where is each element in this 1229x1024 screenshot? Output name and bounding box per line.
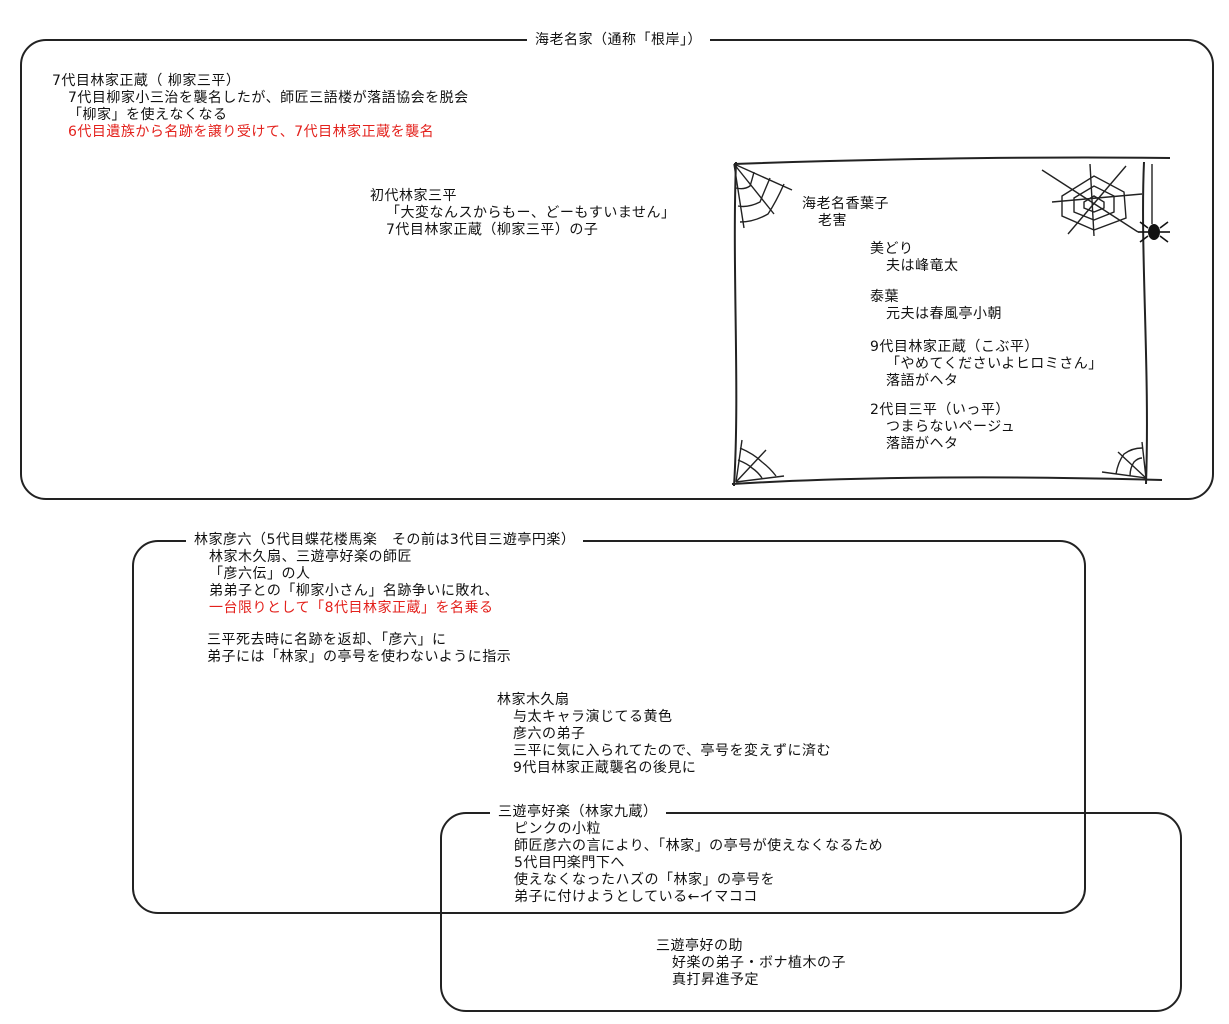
- koraku-note: 弟子に付けようとしている←イマココ: [514, 889, 758, 905]
- hikoroku-note: 弟弟子との「柳家小さん」名跡争いに敗れ、: [209, 583, 499, 599]
- masazo-9th-note: 「やめてくださいよヒロミさん」: [886, 356, 1103, 372]
- kayoko-note: 老害: [818, 213, 847, 229]
- midori-block: 美どり 夫は峰竜太: [870, 241, 959, 275]
- koraku-frame: [440, 812, 1182, 1012]
- ebina-family-title: 海老名家（通称「根岸」）: [527, 31, 710, 49]
- hikoroku-frame: [132, 540, 1086, 914]
- kayoko-name: 海老名香葉子: [802, 196, 889, 212]
- sanpei-2nd-note: 落語がヘタ: [886, 436, 959, 452]
- cobweb-icon: [733, 163, 793, 229]
- koraku-title: 三遊亭好楽（林家九蔵）: [490, 803, 666, 821]
- hikoroku-note: 林家木久扇、三遊亭好楽の師匠: [209, 549, 412, 565]
- sanpei-1st-name: 初代林家三平: [370, 188, 457, 204]
- kikuou-note: 9代目林家正蔵襲名の後見に: [513, 760, 697, 776]
- koraku-note: ピンクの小粒: [514, 821, 601, 837]
- masazo-7th-name: 7代目林家正蔵（ 柳家三平）: [52, 73, 241, 89]
- hikoroku-note: 「彦六伝」の人: [209, 566, 311, 582]
- cobweb-icon: [1041, 163, 1143, 237]
- hikoroku-title: 林家彦六（5代目蝶花楼馬楽 その前は3代目三遊亭円楽）: [186, 531, 584, 549]
- yasuna-block: 泰葉 元夫は春風亭小朝: [870, 289, 1002, 323]
- kikuou-note: 三平に気に入られてたので、亭号を変えずに済む: [513, 743, 832, 759]
- hikoroku-after-notes: 三平死去時に名跡を返却、「彦六」に 弟子には「林家」の亭号を使わないように指示: [207, 632, 511, 666]
- sanpei-1st-note: 「大変なんスからもー、どーもすいません」: [386, 205, 676, 221]
- kikuou-note: 与太キャラ演じてる黄色: [513, 709, 673, 725]
- midori-name: 美どり: [870, 241, 914, 257]
- konosuke-note: 真打昇進予定: [672, 972, 759, 988]
- konosuke-note: 好楽の弟子・ボナ植木の子: [672, 955, 846, 971]
- masazo-7th-note: 7代目柳家小三治を襲名したが、師匠三語楼が落語協会を脱会: [68, 90, 469, 106]
- hikoroku-notes: 林家木久扇、三遊亭好楽の師匠 「彦六伝」の人 弟弟子との「柳家小さん」名跡争いに…: [193, 549, 499, 617]
- sanpei-2nd-block: 2代目三平（いっ平） つまらないページュ 落語がヘタ: [870, 402, 1015, 453]
- hikoroku-red-note: 一台限りとして「8代目林家正蔵」を名乗る: [209, 600, 494, 616]
- cobweb-icon: [1101, 441, 1147, 479]
- midori-note: 夫は峰竜太: [886, 258, 959, 274]
- hikoroku-after-note: 弟子には「林家」の亭号を使わないように指示: [207, 649, 512, 665]
- koraku-notes: ピンクの小粒 師匠彦六の言により、「林家」の亭号が使えなくなるため 5代目円楽門…: [498, 821, 883, 906]
- masazo-9th-note: 落語がヘタ: [886, 373, 959, 389]
- sanpei-2nd-note: つまらないページュ: [886, 419, 1016, 435]
- kikuou-name: 林家木久扇: [497, 692, 570, 708]
- masazo-9th-block: 9代目林家正蔵（こぶ平） 「やめてくださいよヒロミさん」 落語がヘタ: [870, 339, 1103, 390]
- family-box-decoration: [731, 156, 1171, 487]
- masazo-9th-name: 9代目林家正蔵（こぶ平）: [870, 339, 1039, 355]
- spider-icon: [1138, 164, 1170, 243]
- cobweb-icon: [735, 439, 785, 483]
- masazo-7th-block: 7代目林家正蔵（ 柳家三平） 7代目柳家小三治を襲名したが、師匠三語楼が落語協会…: [52, 73, 469, 141]
- sanpei-1st-block: 初代林家三平 「大変なんスからもー、どーもすいません」 7代目林家正蔵（柳家三平…: [370, 188, 675, 239]
- kikuou-note: 彦六の弟子: [513, 726, 586, 742]
- sanpei-1st-note: 7代目林家正蔵（柳家三平）の子: [386, 222, 599, 238]
- hikoroku-after-note: 三平死去時に名跡を返却、「彦六」に: [207, 632, 447, 648]
- konosuke-name: 三遊亭好の助: [656, 938, 743, 954]
- masazo-7th-note: 「柳家」を使えなくなる: [68, 107, 228, 123]
- yasuna-note: 元夫は春風亭小朝: [886, 306, 1002, 322]
- masazo-7th-red-note: 6代目遺族から名跡を譲り受けて、7代目林家正蔵を襲名: [68, 124, 435, 140]
- sanpei-2nd-name: 2代目三平（いっ平）: [870, 402, 1010, 418]
- koraku-note: 使えなくなったハズの「林家」の亭号を: [514, 872, 775, 888]
- yasuna-name: 泰葉: [870, 289, 899, 305]
- kayoko-block: 海老名香葉子 老害: [802, 196, 889, 230]
- konosuke-block: 三遊亭好の助 好楽の弟子・ボナ植木の子 真打昇進予定: [656, 938, 846, 989]
- koraku-note: 師匠彦六の言により、「林家」の亭号が使えなくなるため: [514, 838, 884, 854]
- kikuou-block: 林家木久扇 与太キャラ演じてる黄色 彦六の弟子 三平に気に入られてたので、亭号を…: [497, 692, 831, 777]
- koraku-note: 5代目円楽門下へ: [514, 855, 625, 871]
